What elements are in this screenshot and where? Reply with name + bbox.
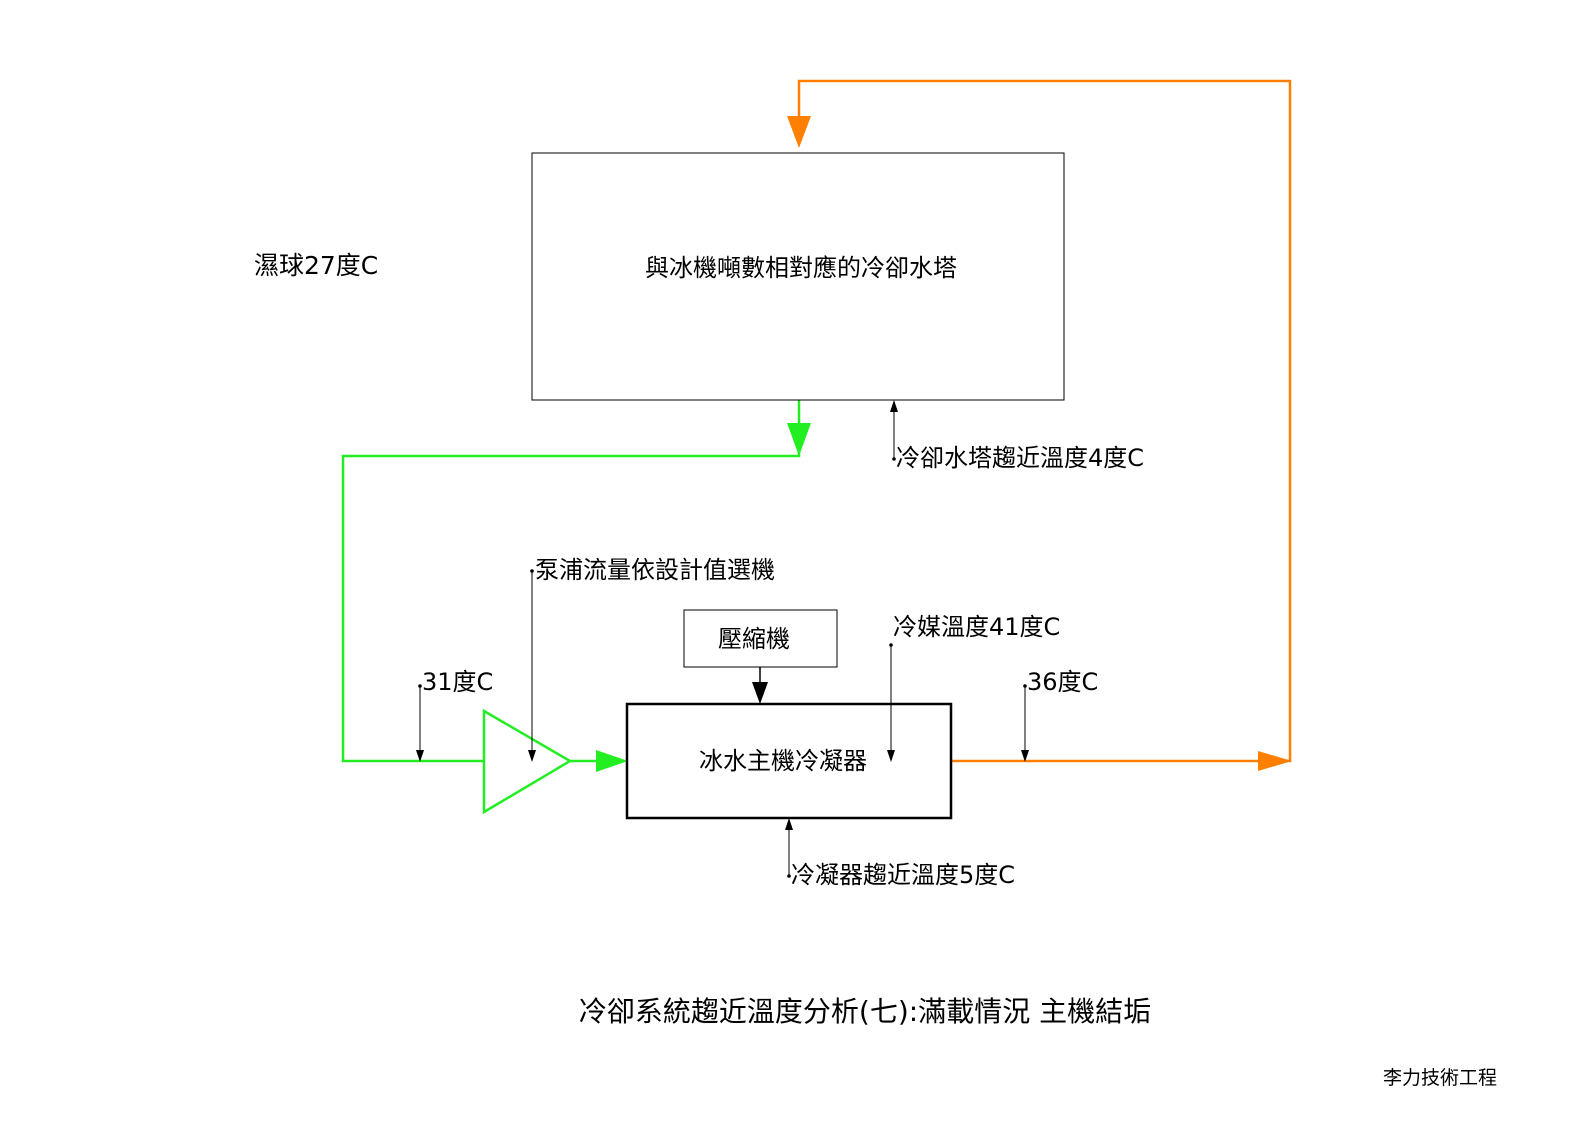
pump-symbol [482,708,573,815]
pump-flow-label: 泵浦流量依設計值選機 [535,556,775,584]
refrigerant-temp-pointer-head [887,750,895,762]
tower-approach-label: 冷卻水塔趨近溫度4度C [896,444,1144,472]
company-name: 李力技術工程 [1383,1067,1497,1089]
supply-temp-pointer-dot [418,684,422,688]
supply-temp-label: 31度C [422,668,493,696]
return-arrow-down [787,116,811,148]
condenser-approach-label: 冷凝器趨近溫度5度C [791,861,1015,889]
return-temp-pointer-dot [1023,684,1027,688]
refrigerant-temp-pointer-dot [889,643,893,647]
tower-approach-pointer-dot [892,457,896,461]
compressor-label: 壓縮機 [718,625,790,653]
refrigerant-temp-label: 冷媒溫度41度C [893,613,1060,641]
supply-arrow-down [787,423,811,456]
cooling-tower-box [531,152,1065,401]
condenser-label: 冰水主機冷凝器 [699,747,867,775]
return-arrow-right [1258,751,1292,771]
supply-temp-pointer-head [416,750,424,762]
wet-bulb-label: 濕球27度C [254,251,378,280]
return-temp-pointer-head [1021,750,1029,762]
diagram-title: 冷卻系統趨近溫度分析(七):滿載情況 主機結垢 [579,995,1151,1028]
condenser-approach-pointer-dot [787,874,791,878]
return-water-line [797,79,1292,763]
condenser-inlet-arrow [596,750,628,772]
tower-approach-pointer-head [890,400,898,412]
compressor-arrow-down [752,682,768,704]
cooling-tower-label: 與冰機噸數相對應的冷卻水塔 [645,254,957,282]
pump-flow-pointer-dot [530,569,534,573]
return-temp-label: 36度C [1027,668,1098,696]
condenser-approach-pointer-head [785,818,793,830]
pump-flow-pointer-head [528,750,536,762]
